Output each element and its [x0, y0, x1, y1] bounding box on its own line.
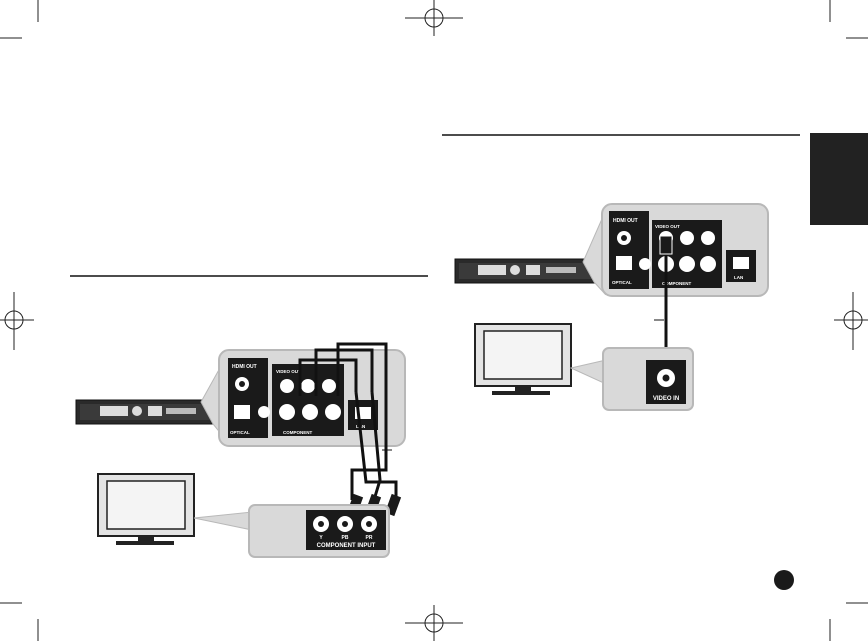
component-cable: [298, 342, 398, 501]
video-out-label: VIDEO OUT: [276, 369, 301, 374]
tv-zoom-wedge: [193, 511, 253, 531]
tv-jack-pb-label: PB: [342, 535, 349, 541]
tv-jack-y-label: Y: [319, 535, 323, 541]
optical-label: OPTICAL: [230, 430, 250, 435]
registration-mark-icon: [405, 605, 463, 641]
tv-zoom-wedge: [569, 359, 607, 385]
registration-mark-icon: [405, 0, 463, 36]
page-number-circle-icon: [774, 570, 794, 590]
tv-set: [97, 473, 195, 545]
chapter-tab-icon: [810, 133, 868, 225]
component-input-label: COMPONENT INPUT: [317, 543, 376, 549]
right-diagram: HDMI OUT OPTICAL VIDEO OUT COMPONENT LAN…: [454, 203, 769, 411]
video-out-label: VIDEO OUT: [655, 224, 680, 229]
tv-set: [474, 323, 572, 395]
tv-jack-pr-label: PR: [366, 535, 373, 541]
hdmi-out-label: HDMI OUT: [613, 218, 638, 224]
registration-mark-icon: [0, 292, 34, 350]
registration-mark-icon: [834, 292, 868, 350]
component-label: COMPONENT: [283, 430, 313, 435]
lan-label: LAN: [734, 275, 743, 280]
player-unit: [454, 258, 598, 284]
player-unit: [75, 399, 215, 425]
left-diagram: HDMI OUT OPTICAL VIDEO OUT COMPONENT LAN: [75, 342, 406, 558]
optical-label: OPTICAL: [612, 280, 632, 285]
hdmi-out-label: HDMI OUT: [232, 364, 257, 370]
component-label: COMPONENT: [662, 281, 692, 286]
video-in-label: VIDEO IN: [653, 396, 679, 402]
